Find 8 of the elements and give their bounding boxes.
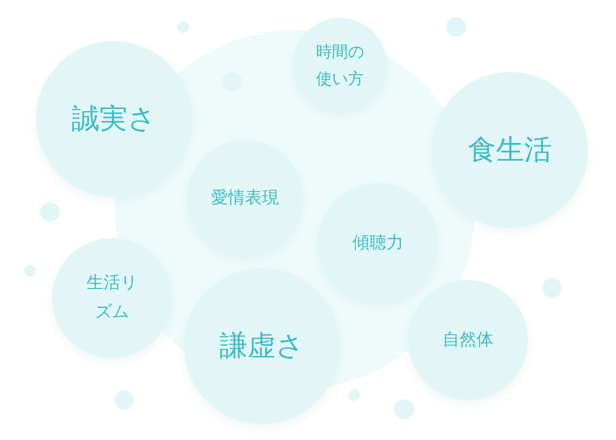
bubble-label: 謙虚さ xyxy=(220,328,304,364)
bubble-label: 食生活 xyxy=(468,132,552,168)
bubble-label: 時間の使い方 xyxy=(315,40,365,90)
bubble-label: 自然体 xyxy=(442,328,494,352)
bubble-label: 傾聴力 xyxy=(352,232,404,255)
bubble-label: 生活リズム xyxy=(86,272,138,324)
bubble-label: 愛情表現 xyxy=(211,186,279,210)
bubble-label: 誠実さ xyxy=(72,101,156,138)
